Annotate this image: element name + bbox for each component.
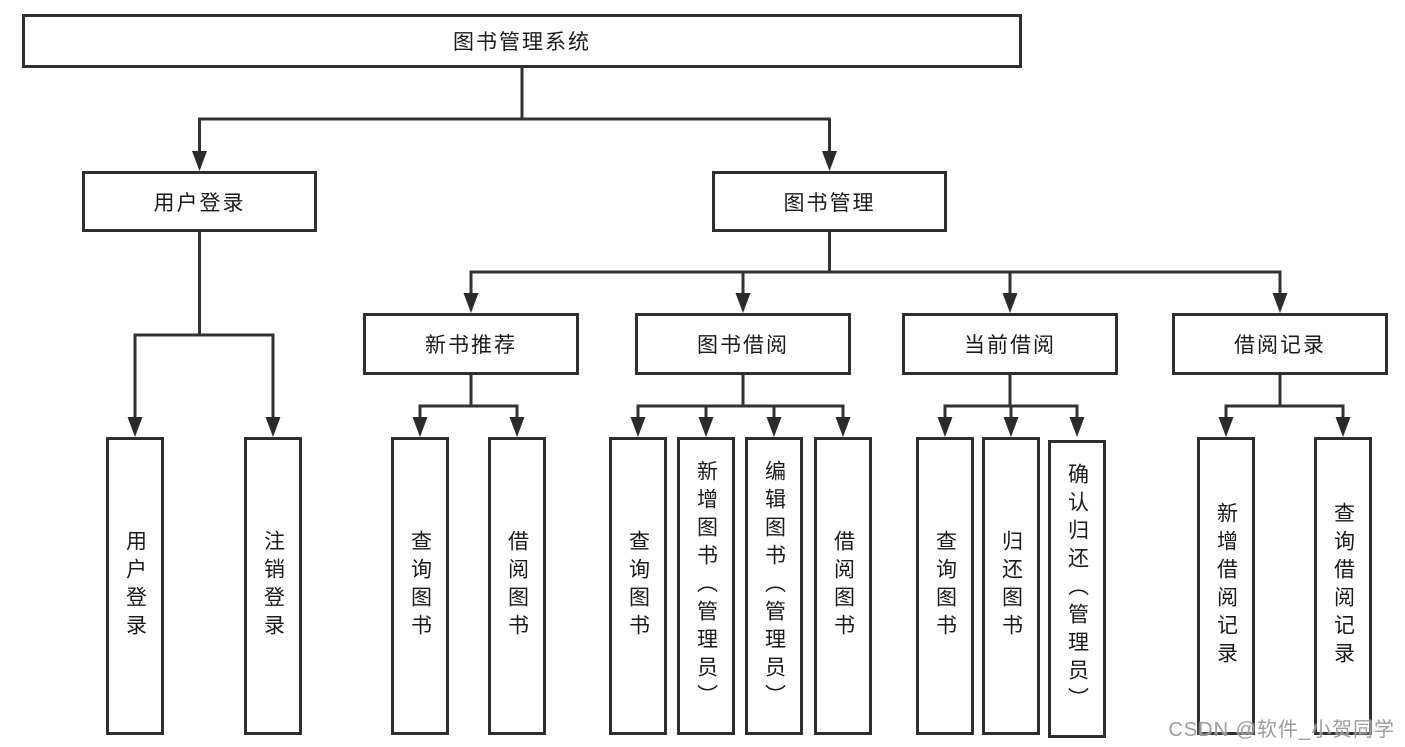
leaf-cb-query-books: 查询图书 <box>916 437 974 735</box>
node-label: 新增借阅记录 <box>1214 502 1238 670</box>
leaf-bb-edit-books-admin: 编辑图书（管理员） <box>745 437 803 735</box>
node-label: 用户登录 <box>123 530 147 642</box>
node-current-borrowing: 当前借阅 <box>902 313 1118 375</box>
node-label: 图书借阅 <box>697 334 789 357</box>
node-label: 注销登录 <box>261 530 285 642</box>
leaf-user-login: 用户登录 <box>106 437 164 735</box>
node-label: 新增图书（管理员） <box>694 460 718 712</box>
node-label: 借阅图书 <box>505 530 529 642</box>
node-label: 用户登录 <box>153 191 246 215</box>
node-label: 查询图书 <box>408 530 432 642</box>
node-label: 查询图书 <box>626 530 650 642</box>
node-label: 归还图书 <box>999 530 1023 642</box>
node-label: 查询借阅记录 <box>1331 502 1355 670</box>
node-label: 图书管理 <box>783 191 876 215</box>
leaf-nbr-query-books: 查询图书 <box>391 437 449 735</box>
node-label: 确认归还（管理员） <box>1065 463 1089 715</box>
leaf-cb-return-books: 归还图书 <box>982 437 1040 735</box>
node-label: 查询图书 <box>933 530 957 642</box>
csdn-watermark: CSDN @软件_小贺同学 <box>1168 719 1395 741</box>
node-label: 图书管理系统 <box>453 31 591 54</box>
node-label: 新书推荐 <box>425 334 517 357</box>
node-label: 借阅图书 <box>831 530 855 642</box>
leaf-br-query-record: 查询借阅记录 <box>1314 437 1372 735</box>
node-borrowing-records: 借阅记录 <box>1172 313 1388 375</box>
node-new-book-recommend: 新书推荐 <box>363 313 579 375</box>
node-book-borrowing: 图书借阅 <box>635 313 851 375</box>
arrowheads <box>127 151 1351 437</box>
leaf-bb-borrow-books: 借阅图书 <box>814 437 872 735</box>
leaf-bb-query-books: 查询图书 <box>609 437 667 735</box>
leaf-nbr-borrow-books: 借阅图书 <box>488 437 546 735</box>
leaf-br-add-record: 新增借阅记录 <box>1197 437 1255 735</box>
leaf-bb-add-books-admin: 新增图书（管理员） <box>677 437 735 735</box>
node-label: 借阅记录 <box>1234 334 1326 357</box>
node-root-system: 图书管理系统 <box>22 14 1022 68</box>
leaf-logout: 注销登录 <box>244 437 302 735</box>
node-user-login-branch: 用户登录 <box>82 171 317 232</box>
node-label: 当前借阅 <box>964 334 1056 357</box>
leaf-cb-confirm-return-admin: 确认归还（管理员） <box>1048 440 1106 738</box>
node-book-management: 图书管理 <box>712 171 947 232</box>
node-label: 编辑图书（管理员） <box>762 460 786 712</box>
